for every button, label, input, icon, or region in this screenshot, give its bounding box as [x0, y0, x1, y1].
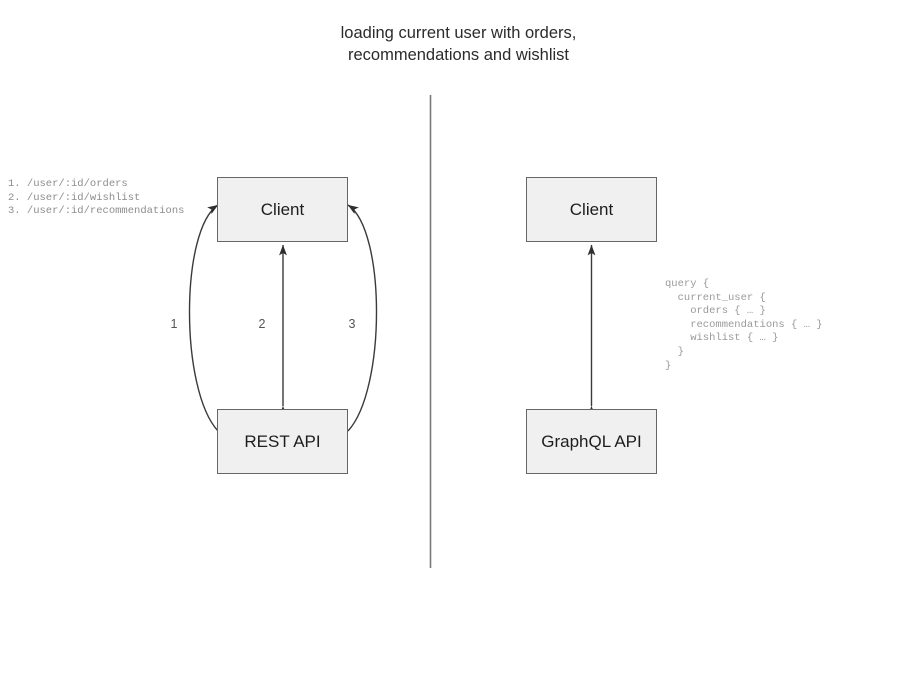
edge-label-3: 3 [348, 317, 356, 331]
node-client-graphql-label: Client [569, 199, 614, 219]
node-client-graphql[interactable]: Client [526, 177, 657, 242]
node-rest-api-label: REST API [244, 431, 321, 451]
edge-label-2: 2 [258, 317, 266, 331]
edge-label-1: 1 [170, 317, 178, 331]
graphql-query-block: query { current_user { orders { … } reco… [665, 278, 823, 372]
rest-endpoint-list: 1. /user/:id/orders 2. /user/:id/wishlis… [8, 178, 185, 217]
page-title: loading current user with orders, recomm… [340, 24, 577, 64]
node-rest-api[interactable]: REST API [217, 409, 348, 474]
node-graphql-api-label: GraphQL API [541, 431, 642, 451]
node-graphql-api[interactable]: GraphQL API [526, 409, 657, 474]
edge-curve-1 [188, 204, 228, 442]
node-client-rest[interactable]: Client [217, 177, 348, 242]
edge-curve-3 [338, 204, 378, 442]
node-client-rest-label: Client [260, 199, 305, 219]
